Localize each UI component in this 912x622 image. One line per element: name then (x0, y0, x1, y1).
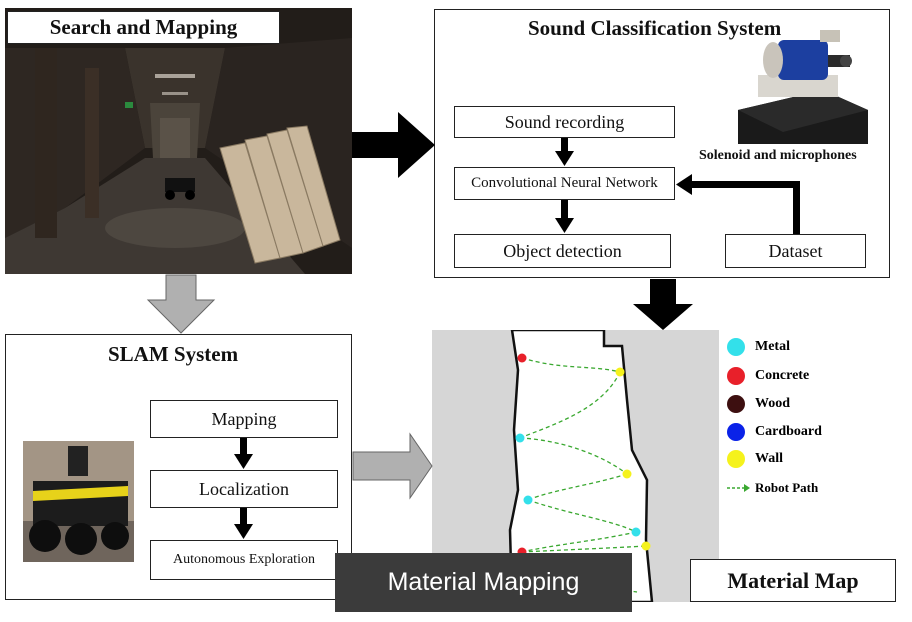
legend-label-metal: Metal (755, 339, 790, 354)
arrow-search-to-sound (352, 112, 435, 178)
legend-label-concrete: Concrete (755, 368, 810, 383)
sound-recording-box: Sound recording (454, 106, 675, 138)
legend-swatch-wall (727, 450, 745, 468)
robot-photo (23, 441, 134, 562)
search-mapping-title: Search and Mapping (7, 11, 280, 44)
solenoid-photo (728, 20, 870, 144)
legend-label-wood: Wood (755, 396, 791, 411)
slam-localization-box: Localization (150, 470, 338, 508)
legend-label-path: Robot Path (755, 480, 819, 495)
hallway-scene (5, 8, 352, 274)
hallway-photo (5, 8, 352, 274)
material-map-title: Material Map (690, 559, 896, 602)
arrow-sound-to-map (633, 279, 693, 330)
legend-label-cardboard: Cardboard (755, 424, 822, 439)
legend-swatch-metal (727, 338, 745, 356)
solenoid-caption: Solenoid and microphones (699, 148, 857, 163)
arrow-slam-to-map (352, 432, 433, 500)
legend-swatch-cardboard (727, 423, 745, 441)
material-map-image (432, 330, 719, 602)
legend-swatch-concrete (727, 367, 745, 385)
slam-exploration-box: Autonomous Exploration (150, 540, 338, 580)
sound-classification-title: Sound Classification System (528, 16, 782, 40)
arrow-search-to-slam (146, 274, 216, 334)
slam-mapping-box: Mapping (150, 400, 338, 438)
legend-label-wall: Wall (755, 451, 784, 466)
object-detection-box: Object detection (454, 234, 671, 268)
cnn-box: Convolutional Neural Network (454, 167, 675, 200)
slam-title: SLAM System (108, 342, 239, 366)
dataset-box: Dataset (725, 234, 866, 268)
material-mapping-caption: Material Mapping (335, 553, 632, 612)
legend-swatch-wood (727, 395, 745, 413)
